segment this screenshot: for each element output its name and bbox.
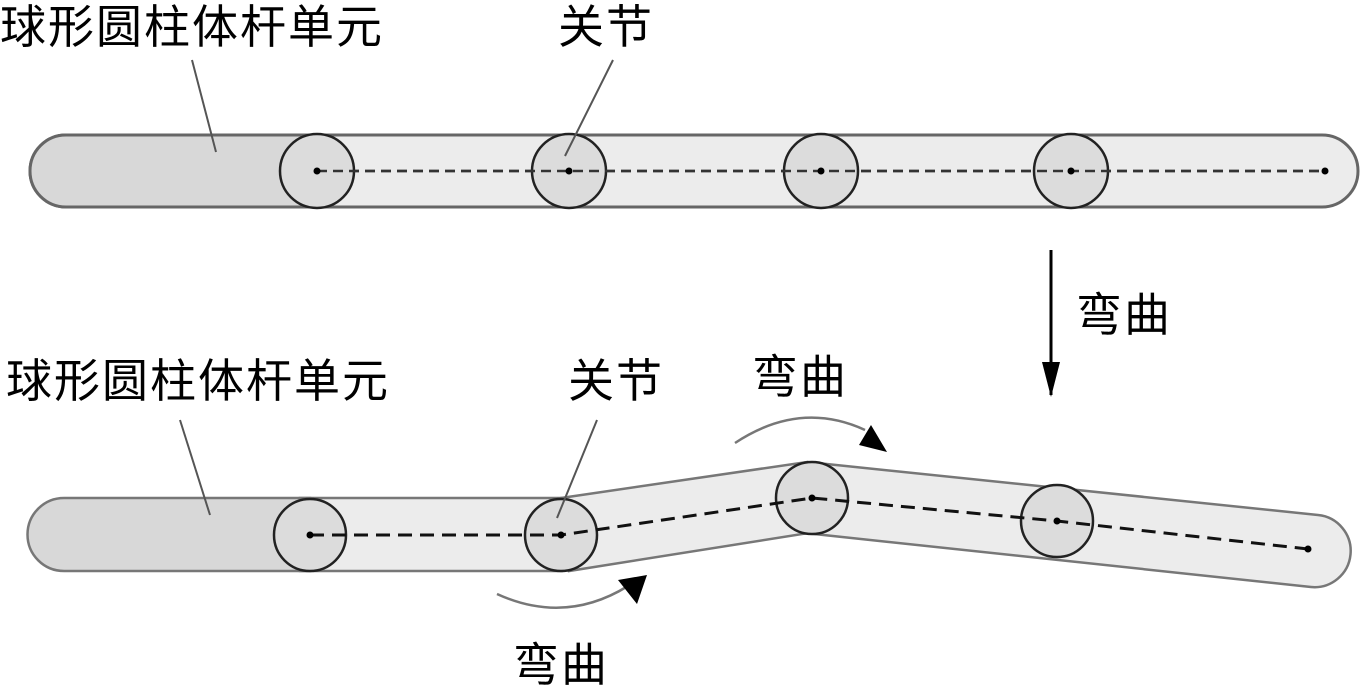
bottom-rod-axis <box>310 496 1309 551</box>
bottom-rod-first-segment <box>26 496 312 573</box>
bottom-joint-label: 关节 <box>568 354 664 408</box>
bottom-node-dot <box>1053 517 1061 525</box>
top-rod-leader-line <box>191 59 217 153</box>
bottom-rod-leader-line <box>179 419 211 516</box>
top-rod-first-segment <box>28 133 319 209</box>
bottom-node-dots <box>306 494 1312 553</box>
bend-arrow-lower <box>496 584 629 609</box>
top-joint-label: 关节 <box>558 0 654 54</box>
bottom-node-dot <box>808 494 816 502</box>
top-node-dot <box>1321 167 1329 175</box>
top-node-dots <box>313 167 1329 175</box>
bottom-node-dot <box>1304 545 1312 553</box>
top-node-dot <box>817 167 825 175</box>
bend-arrow-upper <box>734 416 866 445</box>
bottom-joint-leader-line <box>556 419 598 519</box>
top-joint-leader-line <box>564 59 614 157</box>
top-node-dot <box>1067 167 1075 175</box>
top-rod-label: 球形圆柱体杆单元 <box>0 0 384 54</box>
transition-arrow-head <box>1042 362 1060 397</box>
top-rod <box>28 59 1360 210</box>
bottom-rod <box>26 416 1352 609</box>
bend-label-upper: 弯曲 <box>752 350 848 404</box>
transition-label: 弯曲 <box>1076 288 1172 342</box>
top-node-dot <box>313 167 321 175</box>
bend-arrow-lower-head <box>618 575 647 604</box>
top-node-dot <box>565 167 573 175</box>
bend-label-lower: 弯曲 <box>513 638 609 692</box>
bottom-rod-label: 球形圆柱体杆单元 <box>6 354 390 408</box>
bend-arrow-upper-head <box>859 425 887 452</box>
bottom-node-dot <box>306 531 314 539</box>
bottom-node-dot <box>557 531 565 539</box>
